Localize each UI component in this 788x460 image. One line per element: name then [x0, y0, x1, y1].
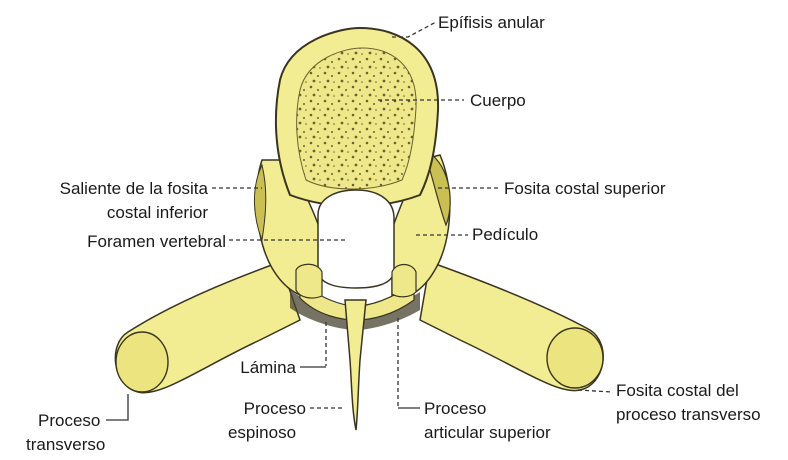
label-foramen-vertebral: Foramen vertebral [20, 231, 226, 252]
vertebral-body [276, 28, 438, 206]
label-pediculo: Pedículo [472, 224, 538, 245]
saliente-shade [254, 165, 265, 240]
label-proceso-articular-line2: articular superior [424, 422, 551, 443]
label-saliente-line2: costal inferior [20, 202, 208, 223]
label-saliente-line1: Saliente de la fosita [20, 178, 208, 199]
label-fosita-costal-superior: Fosita costal superior [504, 178, 666, 199]
label-proceso-espinoso-line2: espinoso [212, 422, 312, 443]
label-fosita-costal-transverso-line2: proceso transverso [616, 404, 761, 425]
label-cuerpo: Cuerpo [470, 90, 526, 111]
right-transverse-process [420, 262, 603, 391]
label-proceso-articular-line1: Proceso [424, 398, 486, 419]
label-proceso-transverso-line1: Proceso [38, 410, 100, 431]
label-epifisis-anular: Epífisis anular [438, 12, 545, 33]
foramen-vertebral [318, 190, 394, 288]
label-lamina: Lámina [200, 357, 296, 378]
label-fosita-costal-transverso-line1: Fosita costal del [616, 380, 739, 401]
spinous-process [345, 300, 366, 430]
label-proceso-espinoso-line1: Proceso [200, 398, 306, 419]
superior-articular-process-right [392, 265, 416, 297]
label-proceso-transverso-line2: transverso [26, 434, 105, 455]
superior-articular-process-left [296, 264, 322, 298]
